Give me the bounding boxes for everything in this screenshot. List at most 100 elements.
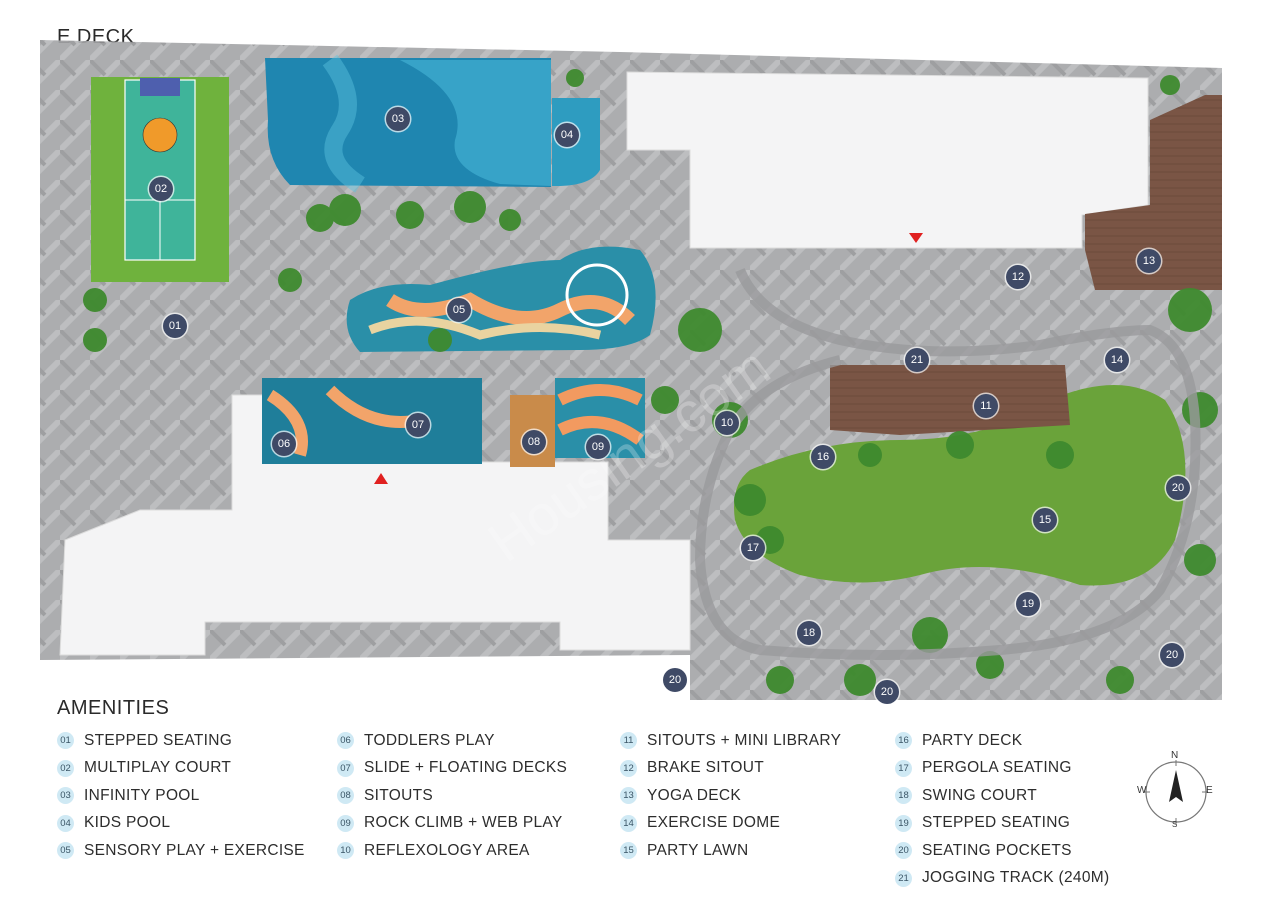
multiplay-court [91,77,229,282]
compass-east: E [1206,785,1213,796]
yoga-deck [1085,95,1222,290]
legend-number: 02 [57,759,74,777]
compass: N E S W [1136,750,1216,832]
marker-04[interactable]: 04 [555,123,579,147]
party-lawn [734,385,1186,586]
legend-column-4: 16 PARTY DECK 17 PERGOLA SEATING 18 SWING C… [895,727,1109,892]
legend-item: 17 PERGOLA SEATING [895,755,1109,783]
legend-number: 06 [337,732,354,750]
sitouts-deck [830,365,1070,435]
legend-label: PERGOLA SEATING [922,759,1072,777]
marker-18[interactable]: 18 [797,621,821,645]
legend-label: TODDLERS PLAY [364,731,495,749]
legend-number: 21 [895,869,912,887]
marker-21[interactable]: 21 [905,348,929,372]
trees [83,69,1218,696]
legend-item: 07 SLIDE + FLOATING DECKS [337,755,567,783]
legend-item: 18 SWING COURT [895,782,1109,810]
legend-number: 13 [620,787,637,805]
legend-label: SENSORY PLAY + EXERCISE [84,841,305,859]
tower-block-north [626,71,1149,249]
marker-08[interactable]: 08 [522,430,546,454]
marker-20-south[interactable]: 20 [875,680,899,704]
legend-item: 20 SEATING POCKETS [895,837,1109,865]
legend-item: 02 MULTIPLAY COURT [57,755,305,783]
legend-number: 08 [337,787,354,805]
legend-number: 04 [57,814,74,832]
legend-item: 04 KIDS POOL [57,810,305,838]
marker-15[interactable]: 15 [1033,508,1057,532]
compass-rose-icon [1144,760,1208,824]
marker-02[interactable]: 02 [149,177,173,201]
marker-20-southeast[interactable]: 20 [1160,643,1184,667]
legend-label: ROCK CLIMB + WEB PLAY [364,814,563,832]
marker-14[interactable]: 14 [1105,348,1129,372]
legend-label: STEPPED SEATING [922,814,1071,832]
legend-item: 16 PARTY DECK [895,727,1109,755]
legend-label: SITOUTS + MINI LIBRARY [647,731,842,749]
legend-number: 17 [895,759,912,777]
marker-06[interactable]: 06 [272,432,296,456]
legend-label: SEATING POCKETS [922,841,1072,859]
jogging-track [694,268,1201,660]
legend-number: 07 [337,759,354,777]
legend-number: 16 [895,732,912,750]
legend-number: 14 [620,814,637,832]
legend-label: MULTIPLAY COURT [84,759,232,777]
legend-number: 12 [620,759,637,777]
compass-north: N [1171,750,1179,761]
legend-label: KIDS POOL [84,814,171,832]
legend-number: 20 [895,842,912,860]
entry-arrow-north [909,233,923,243]
marker-17[interactable]: 17 [741,536,765,560]
legend-label: SITOUTS [364,786,433,804]
marker-10[interactable]: 10 [715,411,739,435]
legend-label: REFLEXOLOGY AREA [364,841,530,859]
legend-label: YOGA DECK [647,786,742,804]
marker-12[interactable]: 12 [1006,265,1030,289]
marker-20-southwest[interactable]: 20 [663,668,687,692]
marker-05[interactable]: 05 [447,298,471,322]
legend-number: 03 [57,787,74,805]
marker-09[interactable]: 09 [586,435,610,459]
marker-11[interactable]: 11 [974,394,998,418]
site-plan: Housing.com [40,40,1222,700]
marker-03[interactable]: 03 [386,107,410,131]
legend-item: 03 INFINITY POOL [57,782,305,810]
legend-label: SLIDE + FLOATING DECKS [364,759,568,777]
legend-number: 19 [895,814,912,832]
legend-number: 10 [337,842,354,860]
legend-number: 18 [895,787,912,805]
legend-label: STEPPED SEATING [84,731,233,749]
legend-number: 09 [337,814,354,832]
legend-item: 13 YOGA DECK [620,782,841,810]
marker-07[interactable]: 07 [406,413,430,437]
marker-16[interactable]: 16 [811,445,835,469]
legend-label: INFINITY POOL [84,786,200,804]
legend-item: 06 TODDLERS PLAY [337,727,567,755]
legend-title: AMENITIES [57,697,170,719]
marker-19[interactable]: 19 [1016,592,1040,616]
legend-number: 15 [620,842,637,860]
marker-20-east[interactable]: 20 [1166,476,1190,500]
compass-west: W [1137,785,1147,796]
legend-column-2: 06 TODDLERS PLAY 07 SLIDE + FLOATING DECKS… [337,727,567,865]
marker-13[interactable]: 13 [1137,249,1161,273]
marker-01[interactable]: 01 [163,314,187,338]
legend-label: SWING COURT [922,786,1037,804]
legend-item: 19 STEPPED SEATING [895,810,1109,838]
compass-south: S [1172,820,1178,829]
legend-item: 09 ROCK CLIMB + WEB PLAY [337,810,567,838]
legend-label: BRAKE SITOUT [647,759,765,777]
legend-item: 10 REFLEXOLOGY AREA [337,837,567,865]
legend-item: 08 SITOUTS [337,782,567,810]
legend-label: PARTY DECK [922,731,1023,749]
